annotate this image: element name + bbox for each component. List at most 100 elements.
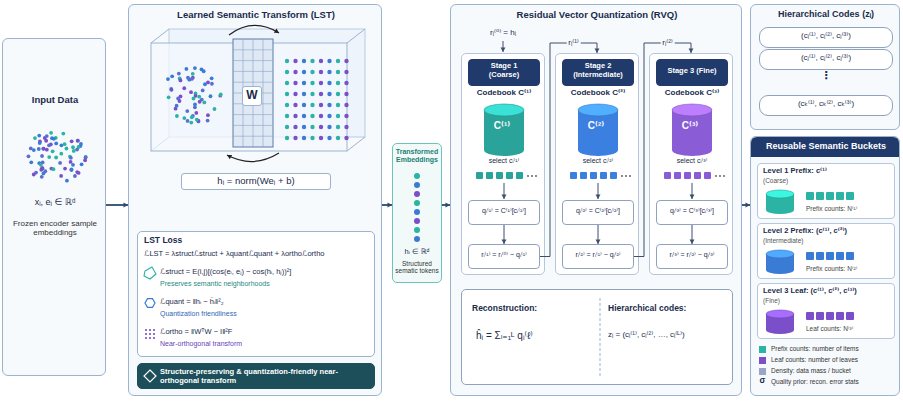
embedding-dot — [535, 175, 537, 177]
legend-text: Density: data mass / bucket — [771, 367, 851, 374]
heading-text: Stage 3 (Fine) — [664, 60, 720, 82]
legend-symbol: σ — [758, 376, 767, 386]
body-text: xᵢ, eᵢ ∈ ℝᵈ — [7, 197, 103, 207]
connector — [742, 203, 750, 208]
embedding-dot — [196, 119, 200, 123]
arrow-head — [502, 240, 507, 245]
embedding-dot — [37, 147, 41, 151]
connector — [540, 43, 599, 257]
stage-box: Codebook C⁽²⁾select cᵢ⁽²⁾Stage 2 (Interm… — [555, 53, 639, 275]
heading-text: Codebook C⁽¹⁾ — [464, 88, 544, 97]
embedding-dot — [203, 82, 207, 86]
embedding-dot — [206, 80, 210, 84]
codebook-cylinder — [578, 110, 618, 156]
embedding-dot — [65, 179, 69, 183]
embedding-dot — [327, 114, 331, 118]
body-text: hᵢ ∈ ℝᵈ — [394, 248, 440, 257]
embedding-dot — [174, 107, 178, 111]
code-pill: (cᵢ⁽¹⁾, cᵢ⁽²⁾, cᵢ⁽³⁾) — [759, 27, 893, 48]
codebook-cylinder-top — [578, 104, 618, 116]
node-illustration — [556, 54, 640, 276]
embedding-dot — [182, 116, 186, 120]
arrow-head — [746, 203, 751, 208]
embedding-dot — [193, 66, 197, 70]
embedding-dot — [319, 70, 323, 74]
code-pill: (cₖ⁽¹⁾, cₖ⁽²⁾, cₖ⁽³⁾) — [759, 95, 893, 116]
embedding-dot — [167, 95, 171, 99]
legend-text: Leaf counts: number of leaves — [771, 356, 858, 363]
bucket-square — [836, 312, 844, 320]
formula-box: rᵢ⁽³⁾ = rᵢ⁽²⁾ − qᵢ⁽³⁾ — [656, 244, 728, 269]
connector-line — [598, 225, 599, 244]
embedding-dot — [531, 175, 533, 177]
embedding-dot — [285, 103, 289, 107]
embedding-dot — [293, 59, 297, 63]
bucket-square — [816, 252, 824, 260]
body-text: (Coarse) — [763, 177, 843, 184]
embedding-dot — [75, 170, 79, 174]
embedding-dot — [336, 136, 340, 140]
embedding-dot — [319, 114, 323, 118]
embedding-dot — [219, 92, 223, 96]
embedding-dot — [202, 100, 206, 104]
arrow-head — [502, 195, 507, 200]
embedding-dot — [41, 167, 45, 171]
arrow-line — [598, 183, 599, 199]
heading-text: LST Loss — [144, 236, 370, 246]
bucket-square — [836, 192, 844, 200]
embedding-dot — [38, 140, 42, 144]
code-square — [580, 172, 587, 179]
embedding-dot — [336, 70, 340, 74]
body-text: Structured sematic tokens — [394, 260, 440, 275]
embedding-dot — [190, 77, 194, 81]
embedding-dot — [319, 103, 323, 107]
codebook-cylinder-top — [766, 310, 794, 318]
transform-box-edge — [151, 137, 169, 151]
body-text: (cᵢ⁽¹⁾, cᵢ⁽²⁾, cᵢ⁽³⁾) — [761, 28, 891, 44]
body-text: select cᵢ⁽¹⁾ — [466, 157, 542, 165]
codebook-cylinder-top — [672, 104, 712, 116]
embedding-dot — [190, 115, 194, 119]
stage-header: Stage 3 (Fine) — [656, 59, 728, 86]
stage-box: Codebook C⁽¹⁾select cᵢ⁽¹⁾Stage 1 (Coarse… — [461, 53, 545, 275]
embedding-dot — [60, 143, 64, 147]
embedding-dot — [77, 171, 81, 175]
legend-row: Prefix counts: number of items — [759, 345, 895, 355]
embedding-dot — [80, 162, 84, 166]
embedding-dot — [63, 142, 67, 146]
embedding-dot — [302, 136, 306, 140]
embedding-dot — [285, 125, 289, 129]
panel: Hierarchical Codes (zᵢ)⋮(cᵢ⁽¹⁾, cᵢ⁽²⁾, c… — [750, 4, 900, 130]
embedding-dot — [189, 90, 193, 94]
bucket-square — [846, 252, 854, 260]
embedding-dot — [723, 175, 725, 177]
connector-line — [442, 204, 450, 206]
body-text: select cᵢ⁽²⁾ — [560, 157, 636, 165]
embedding-dot — [293, 81, 297, 85]
embedding-dot — [200, 98, 204, 102]
embedding-dot — [54, 141, 58, 145]
embedding-dot — [302, 92, 306, 96]
arrow-head — [446, 203, 451, 208]
embedding-dot — [37, 161, 41, 165]
body-text: Quantization friendliness — [160, 310, 370, 318]
embedding-dot — [37, 134, 41, 138]
code-square — [694, 172, 701, 179]
embedding-dot — [71, 145, 75, 149]
embedding-dot — [527, 175, 529, 177]
connector — [382, 203, 392, 208]
node-illustration — [3, 39, 107, 377]
legend-text: Prefix counts: number of items — [771, 345, 859, 352]
legend-swatch — [759, 368, 766, 375]
heading-text: ⋮ — [755, 69, 897, 82]
embedding-dot — [197, 119, 201, 123]
embedding-dot — [45, 148, 49, 152]
transform-box-edge — [347, 137, 365, 151]
connector — [502, 225, 507, 244]
codebook-cylinder — [766, 254, 794, 274]
embedding-dot — [336, 59, 340, 63]
embedding-dot — [145, 337, 147, 339]
embedding-dot — [218, 94, 222, 98]
embedding-dot — [54, 136, 58, 140]
